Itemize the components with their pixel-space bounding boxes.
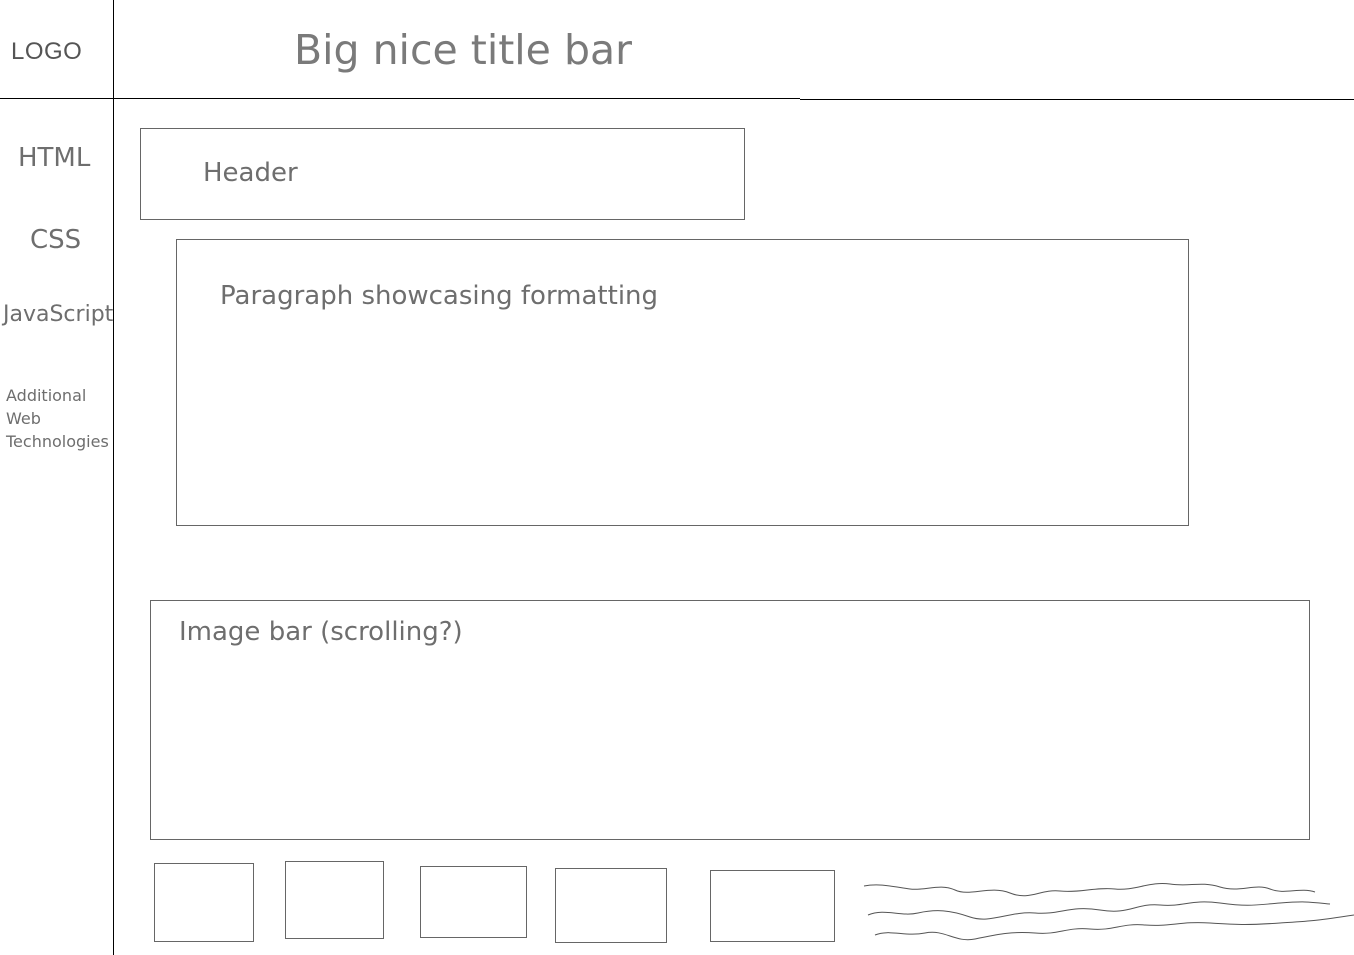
logo[interactable]: LOGO xyxy=(11,38,83,65)
sidebar-item-html[interactable]: HTML xyxy=(18,143,91,173)
image-thumbnail[interactable] xyxy=(710,870,835,942)
image-thumbnail[interactable] xyxy=(285,861,384,939)
paragraph-label: Paragraph showcasing formatting xyxy=(220,281,659,311)
image-thumbnail[interactable] xyxy=(154,863,254,942)
title-divider-right xyxy=(800,99,1354,100)
sidebar-item-css[interactable]: CSS xyxy=(30,225,82,255)
header-box xyxy=(140,128,745,220)
title-divider-left xyxy=(0,98,800,99)
image-bar-label: Image bar (scrolling?) xyxy=(179,617,463,647)
sidebar-divider xyxy=(113,0,114,955)
page-title: Big nice title bar xyxy=(294,26,632,74)
sidebar-item-additional-web-technologies[interactable]: Additional Web Technologies xyxy=(6,386,109,451)
header-label: Header xyxy=(203,158,298,188)
placeholder-text-scribble xyxy=(863,882,1354,941)
image-thumbnail[interactable] xyxy=(420,866,527,938)
image-thumbnail[interactable] xyxy=(555,868,667,943)
paragraph-box xyxy=(176,239,1189,526)
image-bar[interactable] xyxy=(150,600,1310,840)
sidebar-item-javascript[interactable]: JavaScript xyxy=(3,302,114,327)
